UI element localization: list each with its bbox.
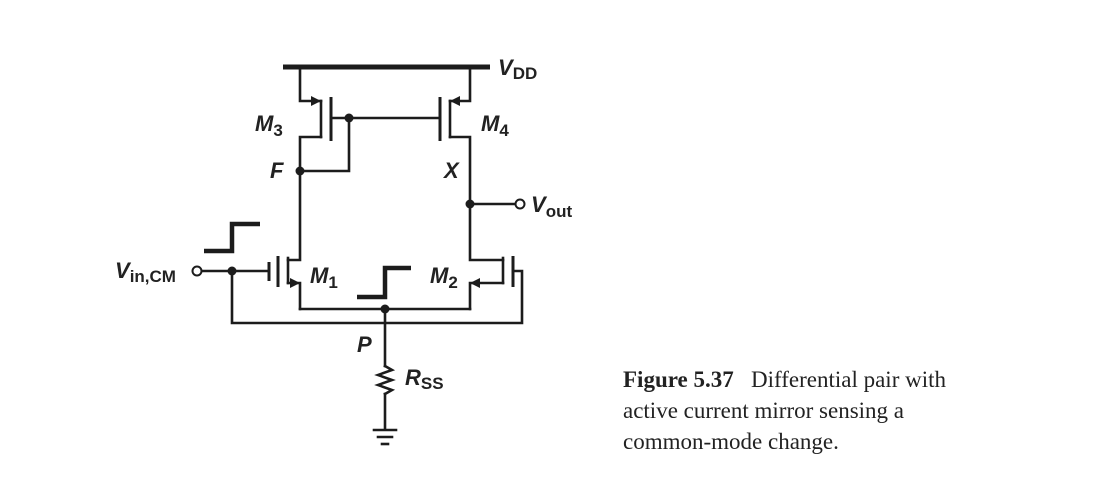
transistor-m2 (468, 202, 515, 311)
caption-line-2: active current mirror sensing a (623, 398, 904, 423)
m3-label: M3 (255, 111, 283, 140)
m4-label: M4 (481, 111, 509, 140)
figure-number: Figure 5.37 (623, 367, 734, 392)
vout-label: Vout (531, 192, 572, 221)
caption-line-1: Differential pair with (750, 367, 946, 392)
input-step-waveform (204, 221, 260, 254)
vin-label: Vin,CM (115, 258, 176, 286)
gate-node-dot (344, 113, 354, 123)
node-p-label: P (357, 332, 372, 357)
m2-label: M2 (430, 263, 458, 292)
vin-terminal (191, 265, 203, 277)
transistor-m4 (438, 65, 472, 206)
vdd-label: VDD (498, 55, 537, 83)
node-p-step-waveform (357, 265, 411, 300)
vout-terminal (514, 198, 526, 210)
resistor-rss (374, 364, 396, 396)
transistor-m1 (276, 256, 302, 311)
transistor-m3 (298, 65, 333, 173)
node-f-wire (286, 169, 302, 262)
rss-label: RSS (405, 365, 444, 393)
m1-label: M1 (310, 263, 338, 292)
figure-caption: Figure 5.37 Differential pair with activ… (623, 364, 1043, 457)
caption-line-3: common-mode change. (623, 429, 839, 454)
node-x-label: X (442, 158, 460, 183)
common-gate-wire (230, 269, 524, 325)
node-f-label: F (270, 158, 284, 183)
diode-connection-wire (298, 116, 351, 173)
ground-icon (372, 428, 398, 446)
